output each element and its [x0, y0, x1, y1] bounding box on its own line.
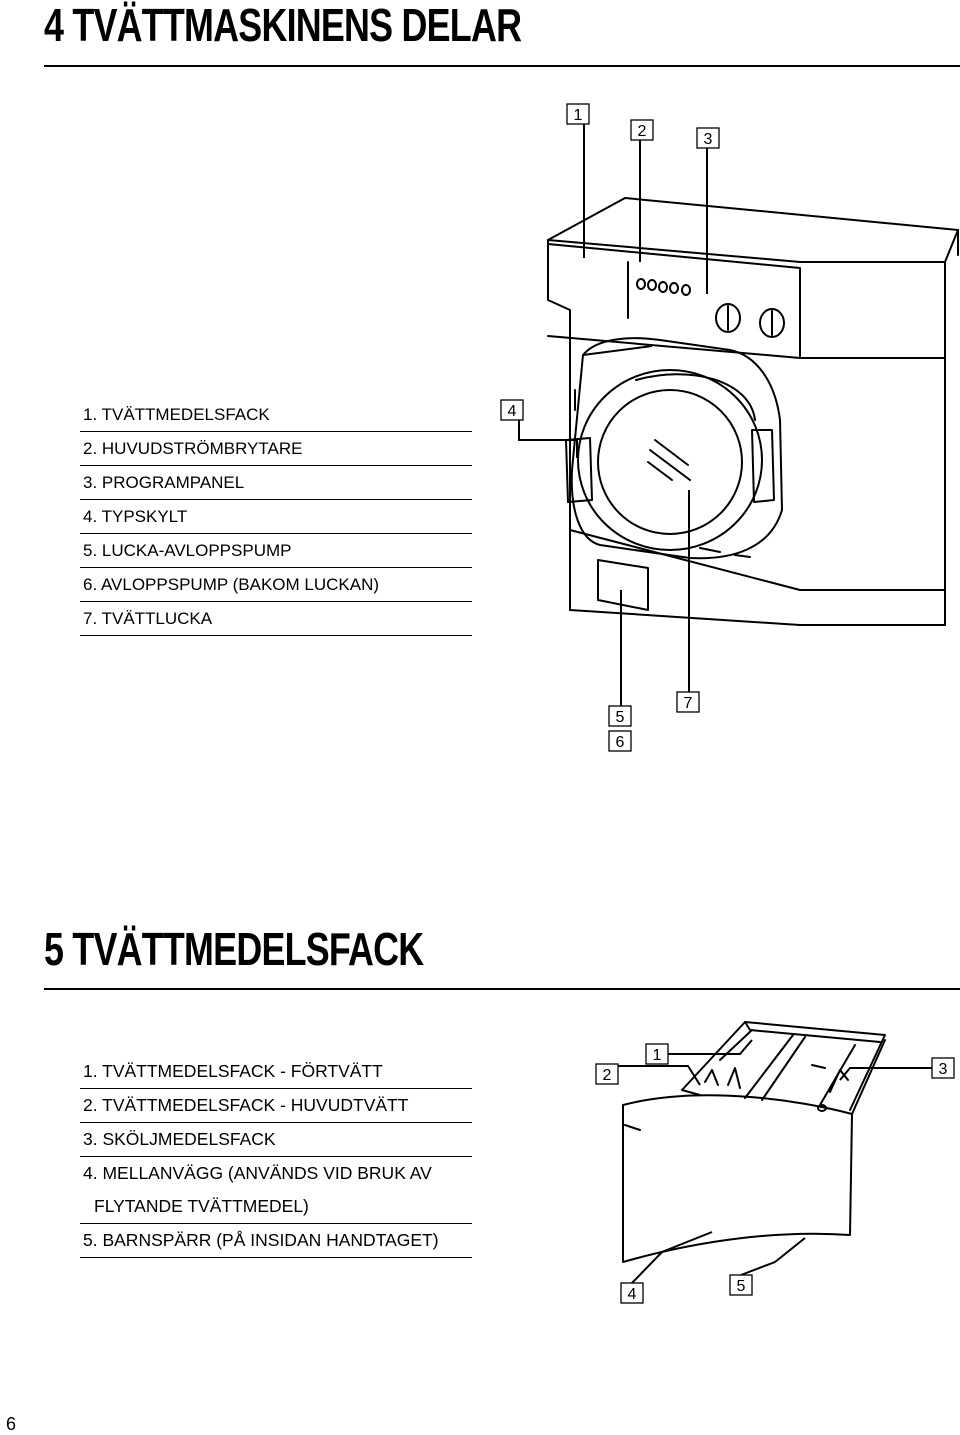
section-title-detergent: 5 TVÄTTMEDELSFACK	[44, 923, 424, 975]
callout-label: 5	[616, 709, 625, 726]
list-item: 4. MELLANVÄGG (ANVÄNDS VID BRUK AV	[83, 1163, 432, 1183]
callout-label: 2	[603, 1067, 612, 1084]
list-item: 3. PROGRAMPANEL	[80, 466, 472, 500]
list-item: 7. TVÄTTLUCKA	[80, 602, 472, 636]
list-item: 6. AVLOPPSPUMP (BAKOM LUCKAN)	[80, 568, 472, 602]
washing-machine-illustration: 1 2 3 4 5 6 7	[500, 103, 959, 752]
callout-label: 5	[737, 1278, 746, 1295]
list-item: 2. HUVUDSTRÖMBRYTARE	[80, 432, 472, 466]
title-rule	[44, 988, 960, 990]
section-title-parts: 4 TVÄTTMASKINENS DELAR	[44, 0, 522, 51]
list-item: 4. TYPSKYLT	[80, 500, 472, 534]
list-item: 3. SKÖLJMEDELSFACK	[80, 1123, 472, 1157]
list-item: 5. LUCKA-AVLOPPSPUMP	[80, 534, 472, 568]
list-item: 5. BARNSPÄRR (PÅ INSIDAN HANDTAGET)	[80, 1224, 472, 1258]
page-number: 6	[6, 1414, 17, 1434]
title-rule	[44, 65, 960, 67]
callout-label: 1	[653, 1047, 662, 1064]
list-item: 2. TVÄTTMEDELSFACK - HUVUDTVÄTT	[80, 1089, 472, 1123]
detergent-drawer-illustration: 1 2 3 4 5	[595, 1021, 955, 1304]
callout-label: 3	[704, 131, 713, 148]
callout-label: 4	[508, 403, 517, 420]
list-item: FLYTANDE TVÄTTMEDEL)	[80, 1190, 472, 1224]
callout-label: 6	[616, 734, 625, 751]
callout-label: 2	[638, 123, 647, 140]
detergent-list: 1. TVÄTTMEDELSFACK - FÖRTVÄTT 2. TVÄTTME…	[80, 1055, 472, 1258]
list-item: 1. TVÄTTMEDELSFACK	[80, 398, 472, 432]
callout-label: 3	[939, 1061, 948, 1078]
list-item: 1. TVÄTTMEDELSFACK - FÖRTVÄTT	[80, 1055, 472, 1089]
callout-label: 1	[574, 107, 583, 124]
callout-label: 7	[684, 695, 693, 712]
parts-list: 1. TVÄTTMEDELSFACK 2. HUVUDSTRÖMBRYTARE …	[80, 398, 472, 636]
callout-label: 4	[628, 1286, 637, 1303]
